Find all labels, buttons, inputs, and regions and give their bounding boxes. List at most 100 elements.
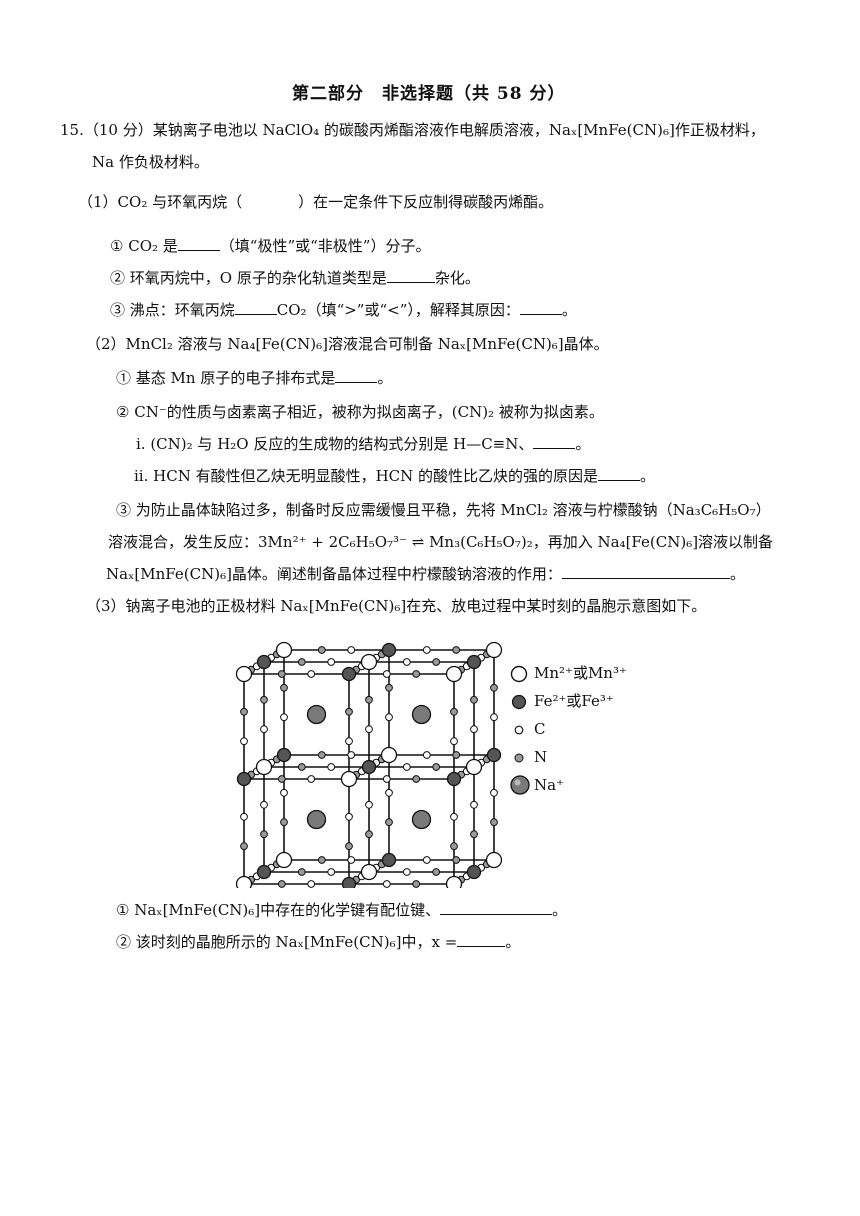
nitrogen-atom [280, 683, 288, 692]
carbon-atom [365, 800, 373, 809]
mn-ion [465, 758, 483, 776]
unit-cell-atoms [235, 641, 502, 888]
carbon-atom [327, 658, 336, 666]
mn-ion [445, 665, 463, 683]
nitrogen-atom [412, 670, 421, 678]
fe-ion [466, 864, 482, 880]
mn-ion [275, 851, 293, 869]
part-2-prompt: （2）MnCl₂ 溶液与 Na₄[Fe(CN)₆]溶液混合可制备 Naₓ[MnF… [86, 335, 609, 353]
part-2-item-b-ii: ii. HCN 有酸性但乙炔无明显酸性，HCN 的酸性比乙炔的强的原因是。 [134, 466, 656, 485]
carbon-atom [422, 856, 431, 864]
mn-ion [275, 641, 293, 659]
part-2-item-b: ② CN⁻的性质与卤素离子相近，被称为拟卤离子，(CN)₂ 被称为拟卤素。 [116, 403, 604, 421]
nitrogen-atom [450, 707, 458, 716]
part-2-item-c-line-1: ③ 为防止晶体缺陷过多，制备时反应需缓慢且平稳，先将 MnCl₂ 溶液与柠檬酸钠… [116, 501, 771, 519]
carbon-atom [327, 868, 336, 876]
mn-ion [360, 863, 378, 881]
mn-ion [235, 875, 253, 888]
nitrogen-atom [450, 842, 458, 851]
carbon-atom [365, 725, 373, 734]
mn-ion [380, 746, 398, 764]
nitrogen-atom [452, 856, 461, 864]
fe-ion [236, 771, 252, 787]
nitrogen-atom [412, 775, 421, 783]
nitrogen-atom [277, 670, 286, 678]
fe-ion [341, 666, 357, 682]
nitrogen-atom [432, 868, 441, 876]
part-2-item-a: ① 基态 Mn 原子的电子排布式是。 [116, 368, 393, 387]
carbon-atom [422, 751, 431, 759]
answer-blank[interactable] [519, 300, 562, 315]
carbon-atom [240, 812, 248, 821]
carbon-atom [490, 788, 498, 797]
mn-ion [485, 641, 502, 659]
carbon-atom [345, 812, 353, 821]
part-2-item-b-i: i. (CN)₂ 与 H₂O 反应的生成物的结构式分别是 H—C≡N、。 [136, 434, 591, 453]
answer-blank[interactable] [440, 900, 553, 915]
carbon-atom [260, 725, 268, 734]
fe-ion [466, 654, 482, 670]
nitrogen-atom [345, 842, 353, 851]
nitrogen-atom [432, 658, 441, 666]
part-1-item-b: ② 环氧丙烷中，O 原子的杂化轨道类型是杂化。 [110, 268, 480, 287]
answer-blank[interactable] [234, 300, 277, 315]
nitrogen-atom [412, 880, 421, 888]
nitrogen-atom [240, 707, 248, 716]
nitrogen-atom [490, 683, 498, 692]
mn-ion [360, 653, 378, 671]
answer-blank[interactable] [533, 434, 576, 449]
mn-ion [485, 851, 502, 869]
answer-blank[interactable] [177, 236, 220, 251]
part-3-prompt: （3）钠离子电池的正极材料 Naₓ[MnFe(CN)₆]在充、放电过程中某时刻的… [86, 597, 707, 615]
carbon-atom [382, 670, 391, 678]
nitrogen-atom [297, 658, 306, 666]
carbon-atom [470, 800, 478, 809]
carbon-atom [345, 737, 353, 746]
fe-ion-icon [511, 694, 527, 710]
fe-ion [381, 852, 397, 868]
nitrogen-atom [297, 868, 306, 876]
carbon-atom [470, 725, 478, 734]
carbon-atom [382, 775, 391, 783]
nitrogen-atom [317, 646, 326, 654]
mn-ion [255, 758, 273, 776]
carbon-atom [385, 713, 393, 722]
nitrogen-atom [260, 830, 268, 839]
nitrogen-atom [385, 683, 393, 692]
nitrogen-atom [490, 818, 498, 827]
part-2-item-c-line-2: 溶液混合，发生反应：3Mn²⁺ + 2C₆H₅O₇³⁻ ⇌ Mn₃(C₆H₅O₇… [108, 533, 774, 551]
nitrogen-atom-icon [514, 753, 524, 763]
fe-ion [276, 747, 292, 763]
nitrogen-atom [452, 646, 461, 654]
nitrogen-atom [260, 695, 268, 704]
answer-blank[interactable] [598, 466, 641, 481]
nitrogen-atom [280, 818, 288, 827]
carbon-atom [307, 775, 316, 783]
carbon-atom [402, 868, 411, 876]
nitrogen-atom [470, 830, 478, 839]
question-15-stem-line-1: 15.（10 分）某钠离子电池以 NaClO₄ 的碳酸丙烯酯溶液作电解质溶液，N… [60, 121, 765, 139]
carbon-atom [327, 763, 336, 771]
nitrogen-atom [385, 818, 393, 827]
nitrogen-atom [452, 751, 461, 759]
carbon-atom [347, 751, 356, 759]
nitrogen-atom [317, 856, 326, 864]
carbon-atom [422, 646, 431, 654]
nitrogen-atom [277, 880, 286, 888]
fe-ion [256, 654, 272, 670]
answer-blank[interactable] [386, 268, 435, 283]
answer-blank[interactable] [335, 368, 378, 383]
carbon-atom [450, 737, 458, 746]
carbon-atom [280, 788, 288, 797]
nitrogen-atom [240, 842, 248, 851]
answer-blank[interactable] [457, 932, 506, 947]
unit-cell-diagram [235, 641, 502, 888]
part-2-item-c-line-3: Naₓ[MnFe(CN)₆]晶体。阐述制备晶体过程中柠檬酸钠溶液的作用：。 [106, 564, 745, 583]
answer-blank[interactable] [561, 564, 730, 579]
sodium-ion [411, 809, 432, 830]
carbon-atom [260, 800, 268, 809]
nitrogen-atom [297, 763, 306, 771]
carbon-atom [240, 737, 248, 746]
sodium-ion [306, 704, 327, 725]
